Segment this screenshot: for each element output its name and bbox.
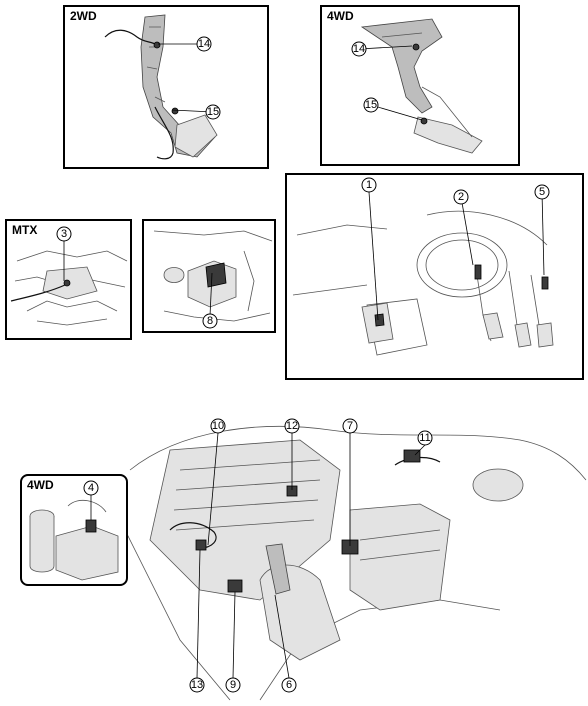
leader-9 <box>232 591 236 679</box>
svg-text:4: 4 <box>88 482 94 494</box>
svg-text:15: 15 <box>365 99 377 111</box>
cabin-illustration <box>292 210 554 356</box>
callout-4: 4 <box>83 480 99 496</box>
panel-label-engine-4wd: 4WD <box>27 478 54 492</box>
callout-14-2wd: 14 <box>196 36 212 52</box>
mtx-illustration <box>10 250 128 326</box>
callout-2: 2 <box>453 189 469 205</box>
svg-text:13: 13 <box>191 679 203 691</box>
callout-11: 11 <box>417 430 433 446</box>
panel-cabin <box>285 173 584 380</box>
callout-1: 1 <box>361 177 377 193</box>
leader-14b <box>358 45 413 50</box>
panel-4wd-exhaust: 4WD <box>320 5 520 166</box>
leader-15b <box>370 104 423 121</box>
sensor-8-illustration <box>153 230 273 322</box>
callout-8: 8 <box>202 313 218 329</box>
callout-9: 9 <box>225 677 241 693</box>
panel-engine-inset-4wd: 4WD <box>20 474 128 586</box>
panel-label-4wd: 4WD <box>327 9 354 23</box>
svg-text:14: 14 <box>198 38 210 50</box>
callout-12: 12 <box>284 418 300 434</box>
leader-11 <box>414 444 426 456</box>
svg-text:10: 10 <box>212 420 224 432</box>
callout-15-2wd: 15 <box>205 104 221 120</box>
leader-1 <box>368 191 379 321</box>
svg-text:1: 1 <box>366 179 372 191</box>
svg-text:11: 11 <box>419 432 430 444</box>
exhaust-4wd-illustration <box>360 18 483 154</box>
leader-13 <box>196 549 201 679</box>
callout-14-4wd: 14 <box>351 41 367 57</box>
svg-text:7: 7 <box>347 420 353 432</box>
panel-label-mtx: MTX <box>12 223 38 237</box>
callout-10: 10 <box>210 418 226 434</box>
panel-label-2wd: 2WD <box>70 9 97 23</box>
svg-text:6: 6 <box>286 679 292 691</box>
svg-text:8: 8 <box>207 315 213 327</box>
leader-6 <box>274 594 290 679</box>
leader-5 <box>541 191 545 276</box>
leader-2 <box>460 196 474 266</box>
svg-text:5: 5 <box>539 186 545 198</box>
svg-text:2: 2 <box>458 191 464 203</box>
leader-8 <box>209 272 213 317</box>
leader-10 <box>207 432 219 546</box>
callout-7: 7 <box>342 418 358 434</box>
svg-text:14: 14 <box>353 43 365 55</box>
panel-2wd-exhaust: 2WD <box>63 5 269 169</box>
callout-15-4wd: 15 <box>363 97 379 113</box>
svg-text:3: 3 <box>61 228 67 240</box>
callout-3: 3 <box>56 226 72 242</box>
svg-text:15: 15 <box>207 106 219 118</box>
callout-13: 13 <box>189 677 205 693</box>
callout-6: 6 <box>281 677 297 693</box>
callout-5: 5 <box>534 184 550 200</box>
svg-text:9: 9 <box>230 679 236 691</box>
transfer-illustration <box>29 499 119 581</box>
svg-text:12: 12 <box>286 420 298 432</box>
exhaust-2wd-illustration <box>104 14 218 160</box>
